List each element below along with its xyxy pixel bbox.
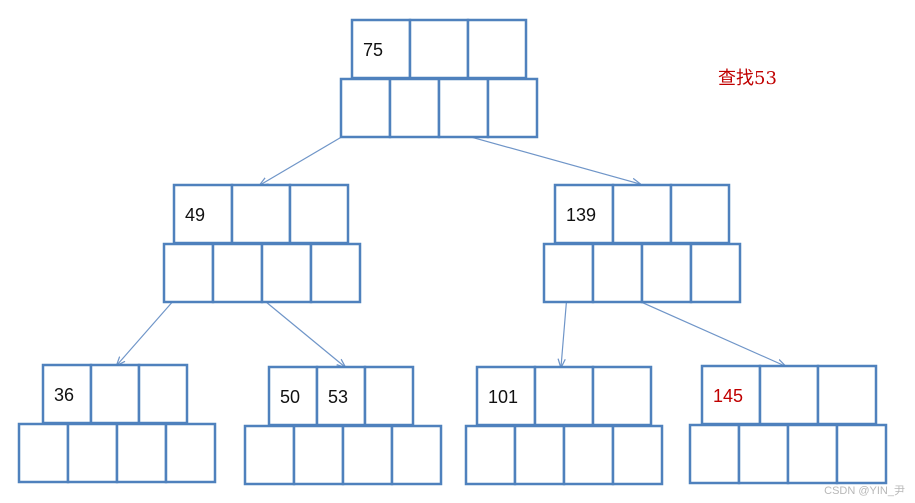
pointer-cell xyxy=(835,423,888,485)
pointer-cell xyxy=(591,242,644,304)
key-label: 145 xyxy=(713,386,743,406)
pointer-cell xyxy=(786,423,839,485)
pointer-cell xyxy=(513,424,566,486)
pointer-cell xyxy=(390,424,443,486)
key-cell xyxy=(466,18,528,80)
pointer-cell xyxy=(211,242,264,304)
pointer-cell xyxy=(737,423,790,485)
pointer-cell xyxy=(464,424,517,486)
pointer-cell xyxy=(689,242,742,304)
pointer-cell xyxy=(309,242,362,304)
key-label: 53 xyxy=(328,387,348,407)
nodes-layer: 75 49 139 36 50 53 101 145 xyxy=(17,18,888,486)
pointer-cell xyxy=(542,242,595,304)
pointer-cell xyxy=(292,424,345,486)
key-cell xyxy=(288,183,350,245)
pointer-cell xyxy=(115,422,168,484)
node-right-internal: 139 xyxy=(542,183,742,304)
key-cell xyxy=(267,365,319,427)
key-label: 75 xyxy=(363,40,383,60)
pointer-cell xyxy=(17,422,70,484)
key-cell xyxy=(533,365,595,427)
key-cell xyxy=(669,183,731,245)
key-cell xyxy=(89,363,141,425)
pointer-cell xyxy=(260,242,313,304)
key-label: 50 xyxy=(280,387,300,407)
key-cell xyxy=(408,18,470,80)
key-cell xyxy=(363,365,415,427)
key-cell xyxy=(137,363,189,425)
node-leaf-1: 36 xyxy=(17,363,217,484)
key-cell xyxy=(230,183,292,245)
node-left-internal: 49 xyxy=(162,183,362,304)
diagram-title: 查找53 xyxy=(718,68,777,89)
pointer-cell xyxy=(486,77,539,139)
key-label: 49 xyxy=(185,205,205,225)
pointer-cell xyxy=(66,422,119,484)
pointer-cell xyxy=(164,422,217,484)
key-cell xyxy=(816,364,878,426)
watermark: CSDN @YIN_尹 xyxy=(824,485,905,497)
node-root: 75 xyxy=(339,18,539,139)
pointer-cell xyxy=(339,77,392,139)
key-cell xyxy=(700,364,762,426)
pointer-cell xyxy=(562,424,615,486)
pointer-cell xyxy=(437,77,490,139)
pointer-cell xyxy=(243,424,296,486)
pointer-cell xyxy=(640,242,693,304)
pointer-cell xyxy=(341,424,394,486)
key-cell xyxy=(611,183,673,245)
node-leaf-4: 145 xyxy=(688,364,888,485)
node-leaf-3: 101 xyxy=(464,365,664,486)
pointer-cell xyxy=(162,242,215,304)
key-label: 139 xyxy=(566,205,596,225)
node-leaf-2: 50 53 xyxy=(243,365,443,486)
key-label: 36 xyxy=(54,385,74,405)
key-label: 101 xyxy=(488,387,518,407)
key-cell xyxy=(315,365,367,427)
pointer-cell xyxy=(388,77,441,139)
key-cell xyxy=(758,364,820,426)
pointer-cell xyxy=(688,423,741,485)
key-cell xyxy=(591,365,653,427)
pointer-cell xyxy=(611,424,664,486)
